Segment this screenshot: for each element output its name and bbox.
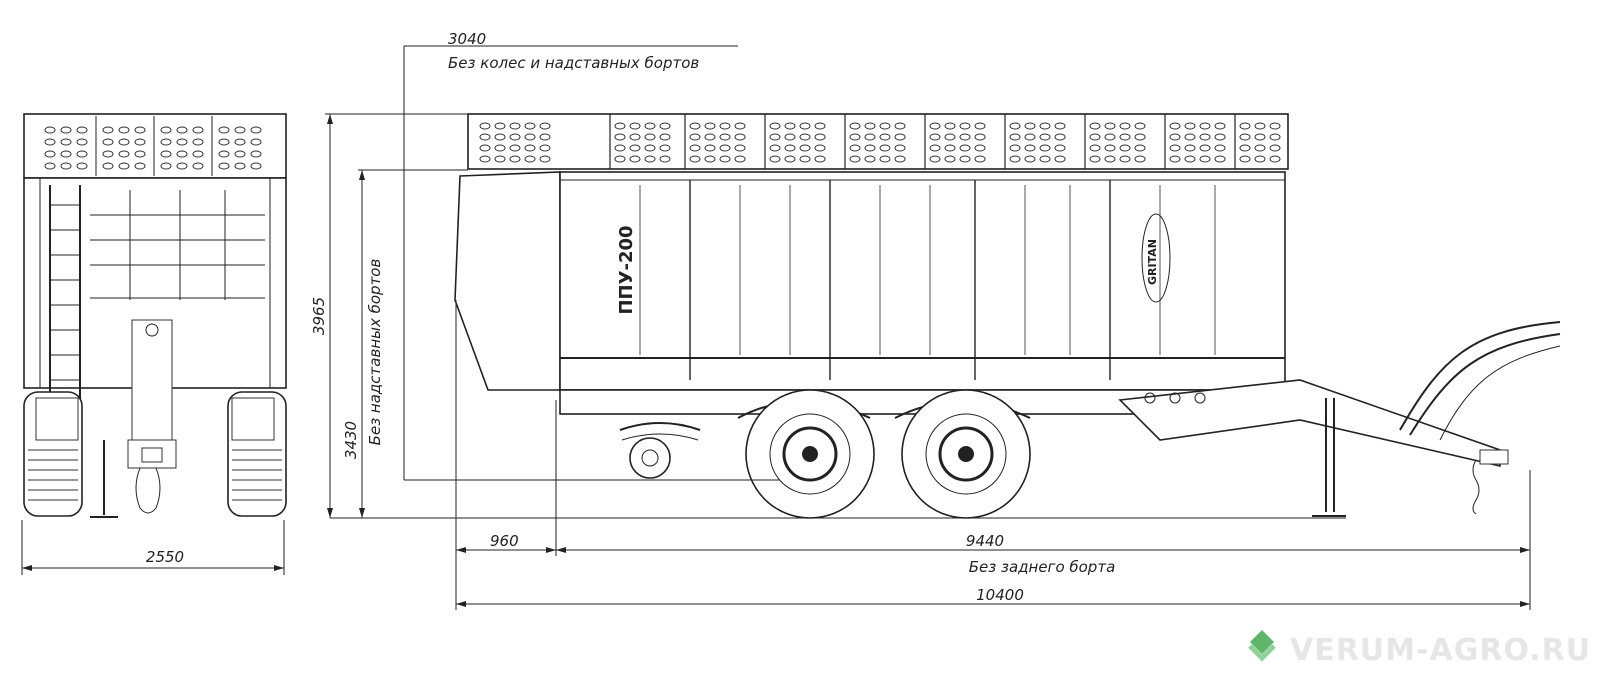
model-label: ППУ-200 [616,225,637,314]
dim-height-no-boards: 3430 Без надставных бортов [342,169,468,518]
brand-logo: GRITAN [1141,213,1171,303]
rear-view [23,113,287,518]
dim-3430-note: Без надставных бортов [366,259,384,446]
side-top-boards [467,113,1289,170]
dim-3430-label: 3430 [342,421,360,459]
dim-9440-label: 9440 [966,532,1004,550]
side-front-hood [454,171,561,391]
dim-10400-label: 10400 [976,586,1024,604]
watermark: VERUM-AGRO.RU [1248,630,1591,668]
side-main-body [559,171,1286,391]
dim-height-total: 3965 [310,113,468,518]
rear-top-rail [23,113,287,179]
brand-label: GRITAN [1146,239,1159,285]
dim-overhang-and-length: 960 9440 Без заднего борта [455,300,1531,610]
dim-3040-note: Без колес и надставных бортов [448,54,699,72]
watermark-logo-icon [1248,630,1276,662]
dim-9440-note: Без заднего борта [969,558,1116,576]
side-view: ППУ-200 GRITAN [330,113,1561,519]
side-wheel-rear [901,389,1031,519]
dim-width-no-wheels: 3040 Без колес и надставных бортов [403,30,780,481]
dim-2550-label: 2550 [146,548,184,566]
side-drawbar [1118,379,1501,468]
dim-length-total: 10400 [456,586,1530,607]
dim-track-width: 2550 [21,520,285,575]
rear-perforation [44,116,262,176]
dim-3965-label: 3965 [310,297,328,335]
dim-960-label: 960 [490,532,519,550]
watermark-text: VERUM-AGRO.RU [1290,633,1591,668]
dim-3040-label: 3040 [448,30,486,48]
side-wheel-front [745,389,875,519]
